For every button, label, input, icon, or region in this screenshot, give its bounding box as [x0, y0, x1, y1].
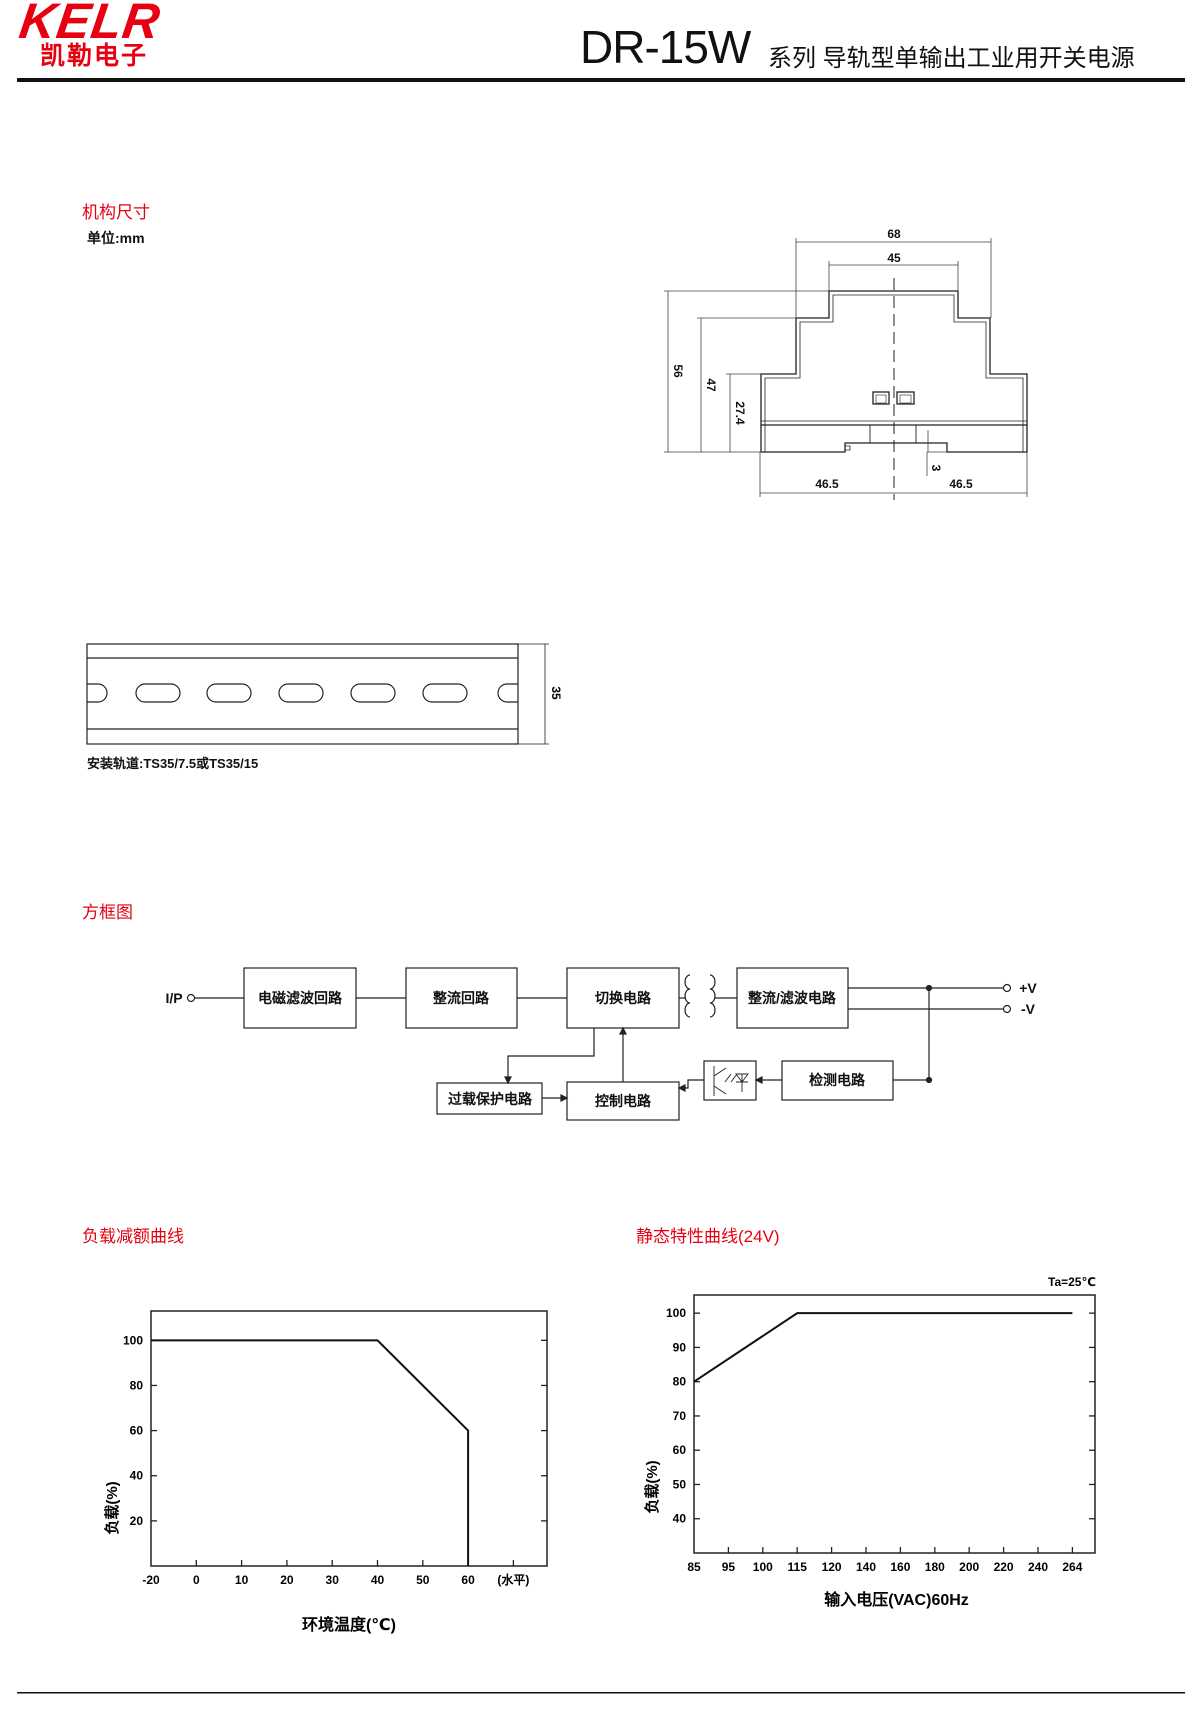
rail-slot	[350, 683, 396, 703]
x-axis-title: 环境温度(℃)	[302, 1615, 396, 1634]
dim-rail-height: 35	[549, 686, 563, 700]
y-tick-label: 80	[673, 1375, 687, 1389]
y-tick-label: 60	[130, 1424, 144, 1438]
x-axis-title: 输入电压(VAC)60Hz	[824, 1590, 969, 1609]
y-tick-label: 100	[666, 1306, 686, 1320]
x-tick-label: 100	[753, 1560, 773, 1574]
led-window-icon	[872, 391, 890, 405]
x-tick-label: 85	[687, 1560, 701, 1574]
x-tick-label: 220	[994, 1560, 1014, 1574]
x-tick-label: 0	[193, 1573, 200, 1587]
rect-filter-label: 整流/滤波电路	[747, 990, 837, 1006]
y-tick-label: 90	[673, 1340, 687, 1354]
y-tick-label: 40	[673, 1512, 687, 1526]
static-characteristic-chart: 85 95 100 115 120 140 160 180 200 220 240 264 40 50 60…	[643, 1294, 1096, 1609]
x-tick-label: 200	[959, 1560, 979, 1574]
y-tick-label: 50	[673, 1477, 687, 1491]
overload-label: 过载保护电路	[448, 1091, 533, 1107]
x-tick-label: 240	[1028, 1560, 1048, 1574]
derating-chart-title: 负载减额曲线	[82, 1227, 184, 1246]
dim-width-total: 68	[887, 227, 901, 241]
rail-slot	[278, 683, 324, 703]
optocoupler-icon	[703, 1060, 757, 1101]
emi-filter-label: 电磁滤波回路	[258, 990, 343, 1006]
x-tick-label: 264	[1062, 1560, 1082, 1574]
detection-label: 检测电路	[809, 1072, 866, 1088]
y-axis-title: 负载(%)	[643, 1460, 661, 1513]
footer-rule	[17, 1692, 1185, 1694]
y-axis-title: 负载(%)	[103, 1481, 121, 1534]
dim-half-right: 46.5	[949, 477, 973, 491]
housing-outline	[760, 290, 1028, 453]
control-label: 控制电路	[595, 1093, 652, 1109]
x-tick-label: -20	[142, 1573, 160, 1587]
dim-rail-offset: 3	[929, 465, 943, 472]
derating-chart: -20 0 10 20 30 40 50 60 (水平) 20 40 60 80 100 环境温度(℃) 负载…	[103, 1310, 548, 1634]
x-tick-label: 20	[280, 1573, 294, 1587]
dim-half-left: 46.5	[815, 477, 839, 491]
dimension-labels: 68 45 56 47 27.4 3 46.5 46.5	[671, 227, 973, 491]
logo-chinese: 凯勒电子	[40, 42, 149, 70]
chart-annotation: Ta=25℃	[1048, 1275, 1096, 1289]
x-tick-label: 60	[461, 1573, 475, 1587]
x-tick-label: 30	[326, 1573, 340, 1587]
chart-frame	[693, 1294, 1096, 1554]
rect-filter-block	[736, 967, 849, 1029]
x-tick-label: 50	[416, 1573, 430, 1587]
rail-end-slot	[87, 683, 108, 703]
header-rule	[17, 78, 1185, 82]
x-tick-label: 40	[371, 1573, 385, 1587]
x-tick-label: 10	[235, 1573, 249, 1587]
x-tick-label: 180	[925, 1560, 945, 1574]
static-chart-title: 静态特性曲线(24V)	[636, 1227, 780, 1246]
unit-label: 单位:mm	[87, 230, 145, 246]
block-diagram-heading: 方框图	[82, 903, 133, 922]
dim-height-mid: 47	[704, 378, 718, 392]
y-tick-label: 80	[130, 1378, 144, 1392]
input-label: I/P	[165, 990, 182, 1006]
output-positive-label: +V	[1019, 980, 1037, 996]
rectifier-label: 整流回路	[432, 990, 490, 1006]
y-tick-label: 70	[673, 1409, 687, 1423]
rail-caption: 安装轨道:TS35/7.5或TS35/15	[87, 756, 259, 771]
rail-slot	[206, 683, 252, 703]
dim-width-top: 45	[887, 251, 901, 265]
x-tick-label: 115	[788, 1560, 808, 1574]
y-tick-label: 40	[130, 1469, 144, 1483]
transformer-icon	[679, 974, 737, 1018]
block-diagram	[186, 967, 1012, 1121]
dim-height-low: 27.4	[733, 401, 747, 425]
rail-slot	[422, 683, 468, 703]
din-rail-drawing	[86, 643, 549, 745]
output-negative-label: -V	[1021, 1001, 1036, 1017]
x-tick-label: 140	[856, 1560, 876, 1574]
product-model: DR-15W	[580, 21, 751, 73]
y-tick-label: 60	[673, 1443, 687, 1457]
dimension-drawing	[664, 238, 1028, 500]
switching-label: 切换电路	[595, 990, 652, 1006]
dimensions-heading: 机构尺寸	[82, 203, 150, 222]
y-tick-label: 20	[130, 1514, 144, 1528]
x-tick-label: 160	[890, 1560, 910, 1574]
y-tick-label: 100	[123, 1333, 143, 1347]
led-window-icon	[896, 391, 915, 405]
dim-height-total: 56	[671, 364, 685, 378]
series-line-load	[151, 1339, 470, 1566]
rail-slot	[135, 683, 181, 703]
rail-end-slot	[497, 683, 518, 703]
x-unit-label: (水平)	[497, 1572, 529, 1587]
product-description: 系列 导轨型单输出工业用开关电源	[768, 45, 1135, 72]
series-line-load	[693, 1312, 1073, 1383]
housing-inner-line	[764, 294, 1024, 425]
x-tick-label: 120	[822, 1560, 842, 1574]
x-tick-label: 95	[722, 1560, 736, 1574]
chart-frame	[150, 1310, 548, 1567]
